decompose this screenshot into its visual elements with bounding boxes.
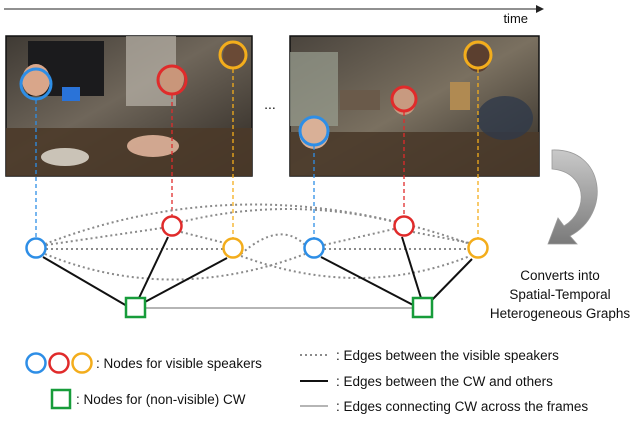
node-cw-frame1 xyxy=(124,296,147,319)
frame1-orange-speaker-marker xyxy=(218,40,248,70)
time-axis: time xyxy=(4,5,544,26)
frame1-red-speaker-marker xyxy=(156,64,188,96)
converts-line-1: Converts into xyxy=(520,268,600,283)
visible-speaker-edges xyxy=(44,203,471,281)
legend-red-node-icon xyxy=(48,352,70,374)
converts-arrow-body xyxy=(547,149,598,245)
legend: : Nodes for visible speakers : Nodes for… xyxy=(25,348,588,414)
edge-cw1-red xyxy=(138,236,169,299)
time-label: time xyxy=(503,11,528,26)
edge-cw1-orange xyxy=(142,257,228,304)
cw-edges xyxy=(42,236,473,307)
ellipsis: ... xyxy=(264,96,276,112)
graph-nodes xyxy=(25,215,489,319)
converts-caption: Converts into Spatial-Temporal Heterogen… xyxy=(490,268,631,321)
edge-f1-blue-red xyxy=(45,227,163,246)
frame2-orange-speaker-marker xyxy=(463,40,493,70)
edge-f2-blue-red xyxy=(323,228,395,246)
node-f1-red xyxy=(161,215,183,237)
legend-edges-visible-label: : Edges between the visible speakers xyxy=(336,348,559,363)
time-arrow-head xyxy=(536,5,544,13)
converts-arrow xyxy=(547,149,598,245)
legend-edges-across-label: : Edges connecting CW across the frames xyxy=(336,399,588,414)
video-frame-1 xyxy=(5,35,253,177)
edge-across-red-red xyxy=(180,208,396,223)
legend-cw-node-label: : Nodes for (non-visible) CW xyxy=(76,392,246,407)
node-f2-red xyxy=(393,215,415,237)
legend-cw-node-icon xyxy=(50,388,72,410)
frame2-red-speaker-marker xyxy=(390,85,418,113)
edge-cw1-blue xyxy=(42,256,128,307)
node-f1-blue xyxy=(25,237,47,259)
video-frame-2 xyxy=(289,35,540,177)
edge-across-orange-blue xyxy=(240,233,306,255)
legend-edges-cw-label: : Edges between the CW and others xyxy=(336,374,553,389)
node-f1-orange xyxy=(222,237,244,259)
frame1-blue-speaker-marker xyxy=(19,67,53,101)
edge-cw2-red xyxy=(401,236,422,299)
edge-cw2-blue xyxy=(320,256,416,307)
legend-visible-nodes-label: : Nodes for visible speakers xyxy=(96,356,262,371)
node-f2-blue xyxy=(303,237,325,259)
node-cw-frame2 xyxy=(411,296,434,319)
converts-line-3: Heterogeneous Graphs xyxy=(490,306,631,321)
edge-f1-red-orange xyxy=(180,231,226,244)
edge-cw2-orange xyxy=(428,258,473,304)
edge-across-blue-blue xyxy=(44,253,306,281)
converts-line-2: Spatial-Temporal xyxy=(509,287,610,302)
edge-across-orange-orange xyxy=(240,255,471,279)
legend-orange-node-icon xyxy=(71,352,93,374)
legend-blue-node-icon xyxy=(25,352,47,374)
node-f2-orange xyxy=(467,237,489,259)
frame-to-node-connectors xyxy=(35,69,479,238)
frame2-blue-speaker-marker xyxy=(298,115,330,147)
